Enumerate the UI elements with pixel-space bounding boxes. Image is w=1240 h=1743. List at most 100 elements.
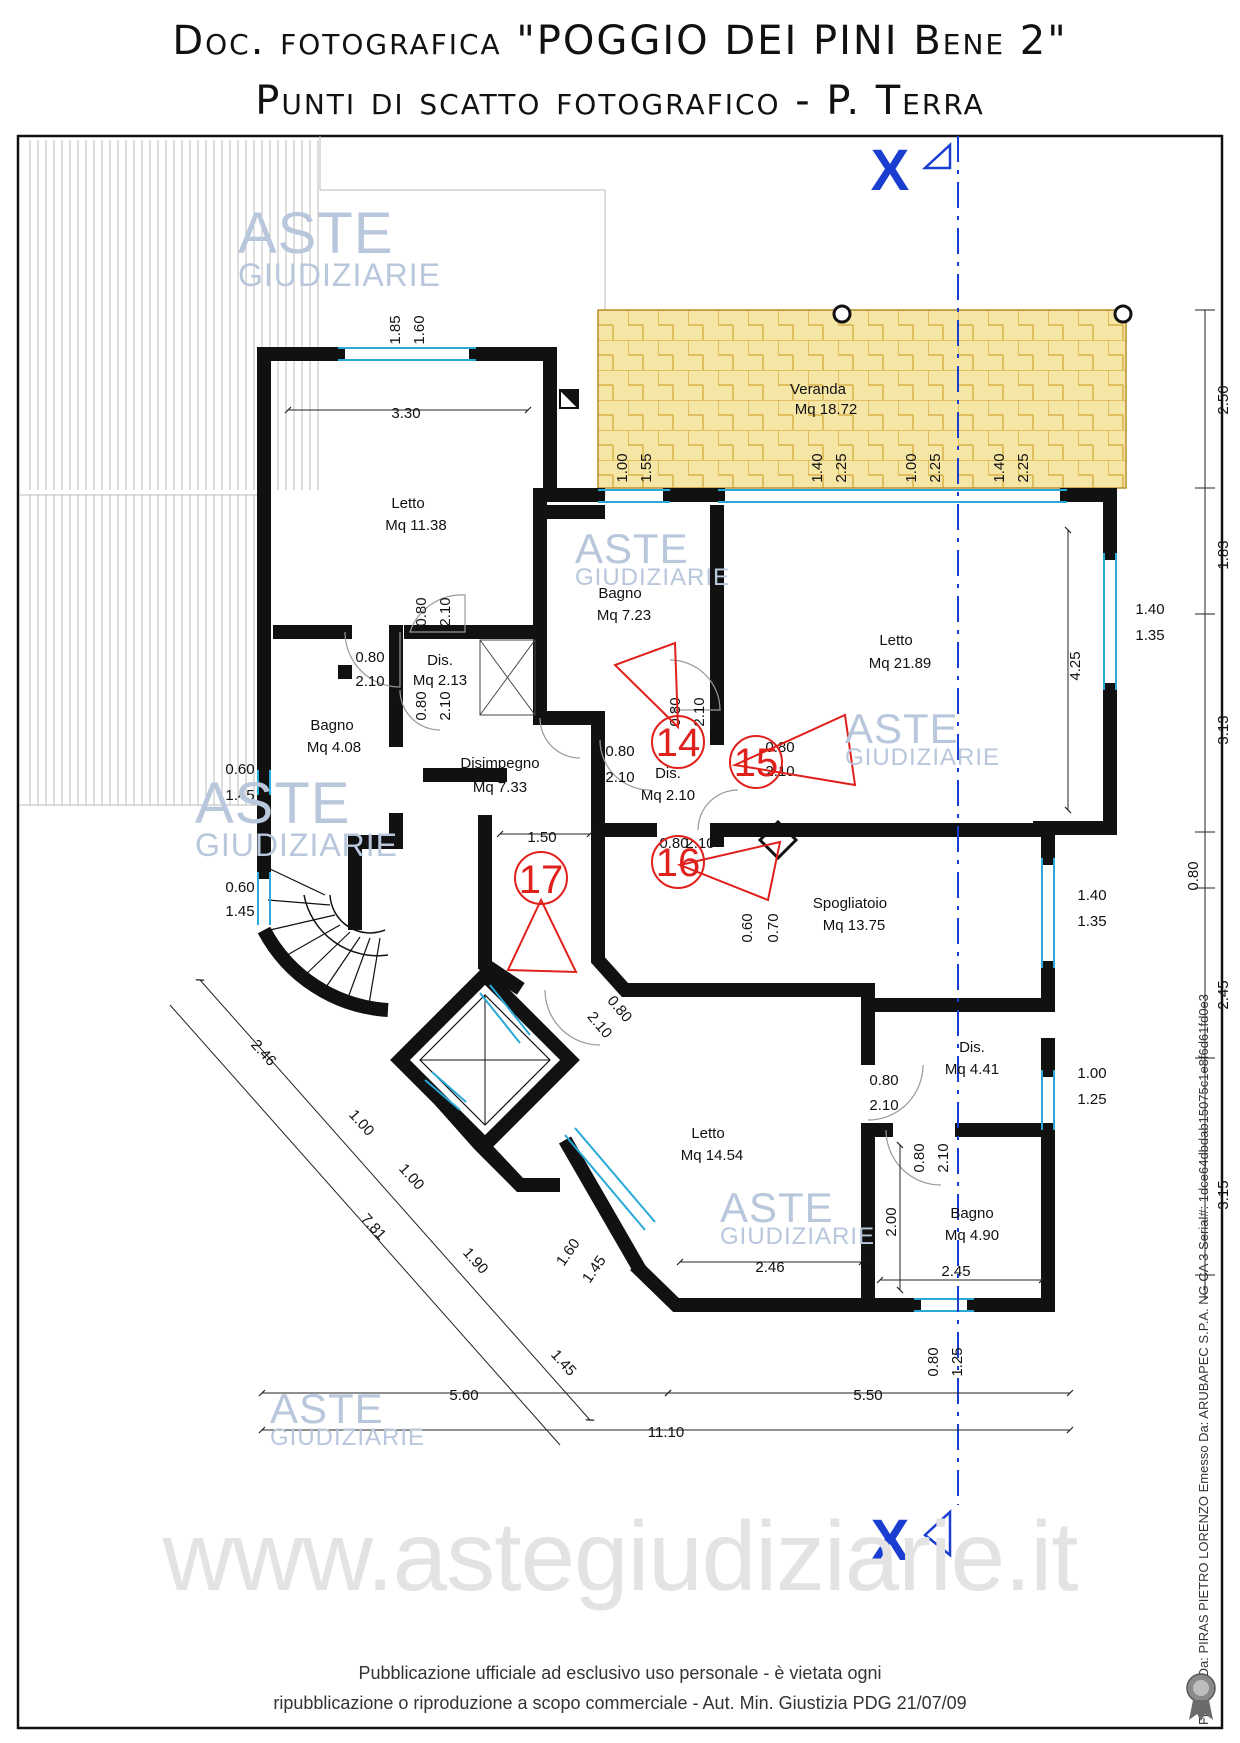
dim-win-diag-a: 1.60	[553, 1236, 584, 1270]
shot-points	[506, 641, 857, 974]
dim-disimpegno-width: 1.50	[527, 829, 556, 846]
dim-closet-b: 0.70	[765, 913, 782, 942]
section-label-bottom: X	[871, 1508, 910, 1573]
shot-label-14: 14	[656, 721, 701, 765]
shot-label-16: 16	[656, 841, 701, 885]
dim-win-ver-4a: 1.40	[991, 453, 1008, 482]
dim-win-bottom-a: 0.80	[925, 1347, 942, 1376]
shot-circle-16	[651, 835, 705, 889]
dim-right-4: 0.80	[1185, 861, 1202, 890]
closet	[479, 639, 536, 716]
dim-win-left-1b: 1.45	[225, 787, 254, 804]
shot-cone-17	[506, 897, 578, 974]
shot-circle-17	[514, 851, 568, 905]
shot-labels: 14 15 16 17	[519, 721, 779, 902]
dim-win-right-3a: 1.00	[1077, 1065, 1106, 1082]
room-name-bagno-c: Bagno	[950, 1205, 993, 1222]
dim-diag-4: 1.90	[459, 1244, 491, 1277]
dim-door-bagno-c-a: 0.80	[911, 1143, 928, 1172]
room-area-veranda: Mq 18.72	[795, 401, 858, 418]
dim-letto-c-width: 2.46	[755, 1259, 784, 1276]
section-label-top: X	[871, 138, 910, 203]
dim-door-disimp-b: 2.10	[605, 769, 634, 786]
shot-circle-15	[729, 735, 783, 789]
dim-win-left-1a: 0.60	[225, 761, 254, 778]
dim-bottom-left: 5.60	[449, 1387, 478, 1404]
room-area-letto-a: Mq 11.38	[385, 517, 446, 534]
room-name-veranda: Veranda	[790, 381, 847, 398]
shot-label-17: 17	[519, 858, 564, 902]
dim-win-diag-b: 1.45	[579, 1253, 610, 1287]
dim-win-left-2a: 0.60	[225, 879, 254, 896]
dim-win-right-1b: 1.35	[1135, 627, 1164, 644]
dim-bottom-right: 5.50	[853, 1387, 882, 1404]
dim-win-right-2b: 1.35	[1077, 913, 1106, 930]
dim-bagno-c-height: 2.00	[883, 1207, 900, 1236]
dim-win-ver-1b: 1.55	[638, 453, 655, 482]
room-name-spogliatoio: Spogliatoio	[813, 895, 887, 912]
page-subtitle: Punti di scatto fotografico - P. Terra	[255, 78, 985, 124]
room-area-spogliatoio: Mq 13.75	[823, 917, 886, 934]
room-name-dis-b: Dis.	[655, 765, 681, 782]
watermark-logo-4: ASTE GIUDIZIARIE	[195, 771, 398, 862]
room-name-disimpegno: Disimpegno	[460, 755, 539, 772]
dim-door-sp-b: 2.10	[584, 1008, 616, 1041]
watermark-line1: ASTE	[238, 201, 394, 266]
room-area-dis-c: Mq 4.41	[945, 1061, 999, 1078]
watermark-line1: ASTE	[575, 525, 689, 572]
dim-door-bagno-b: 2.10	[691, 697, 708, 726]
footer-line2: ripubblicazione o riproduzione a scopo c…	[273, 1693, 967, 1713]
walls	[257, 347, 1117, 1312]
watermark-logo-6: ASTE GIUDIZIARIE	[270, 1388, 425, 1450]
dim-door-dis-a: 0.80	[413, 691, 430, 720]
dim-door-dis-b: 2.10	[437, 691, 454, 720]
sheet-frame	[16, 134, 1224, 1730]
watermark-logo-3: ASTE GIUDIZIARIE	[845, 708, 1000, 770]
dim-win-ver-2a: 1.40	[809, 453, 826, 482]
shot-cone-14	[613, 641, 680, 730]
dim-win-left-2b: 1.45	[225, 903, 254, 920]
dim-diag-total: 7.81	[357, 1210, 389, 1243]
watermark-line1: ASTE	[270, 1385, 384, 1432]
watermark-line1: ASTE	[195, 771, 351, 836]
dim-letto-b-height: 4.25	[1067, 651, 1084, 680]
veranda-floor	[598, 310, 1126, 488]
dim-door-small-b: 2.10	[685, 835, 714, 852]
watermark-logo-2: ASTE GIUDIZIARIE	[575, 528, 730, 590]
room-name-bagno-a: Bagno	[598, 585, 641, 602]
neighbour-area-hatch	[20, 136, 606, 806]
watermark-site: www.astegiudiziarie.it	[162, 1501, 1079, 1611]
watermark-line2: GIUDIZIARIE	[720, 1223, 876, 1250]
room-name-letto-c: Letto	[691, 1125, 724, 1142]
stair-marker	[558, 389, 579, 410]
chimney-marker	[757, 819, 799, 861]
shot-cone-16	[676, 840, 782, 902]
dim-bottom-total: 11.10	[648, 1424, 684, 1441]
dim-win-top-a1: 1.85	[387, 315, 404, 344]
room-name-dis-a: Dis.	[427, 652, 453, 669]
digital-signature: Firmato Da: PIRAS PIETRO LORENZO Emesso …	[1196, 993, 1211, 1725]
watermark-line1: ASTE	[845, 705, 959, 752]
dim-bagno-c-width: 2.45	[941, 1263, 970, 1280]
room-area-bagno-a: Mq 7.23	[597, 607, 651, 624]
dim-top-left-width: 3.30	[391, 405, 420, 422]
dim-door-letto-b: 2.10	[437, 597, 454, 626]
dim-closet-a: 0.60	[739, 913, 756, 942]
dim-door-bagno2-a: 0.80	[355, 649, 384, 666]
dim-win-ver-3b: 2.25	[927, 453, 944, 482]
watermark-line1: ASTE	[720, 1184, 834, 1231]
dim-win-top-a2: 1.60	[411, 315, 428, 344]
dim-door-bagno-c-b: 2.10	[935, 1143, 952, 1172]
watermark-line2: GIUDIZIARIE	[575, 564, 731, 591]
watermark-line2: GIUDIZIARIE	[845, 744, 1001, 771]
dim-diag-3: 1.00	[395, 1160, 427, 1193]
dim-door-letto-c-b: 2.10	[869, 1097, 898, 1114]
seal-icon	[1186, 1673, 1216, 1721]
section-arrow-top	[921, 142, 952, 170]
dim-door-sp-a: 0.80	[604, 992, 636, 1025]
room-name-dis-c: Dis.	[959, 1039, 985, 1056]
room-name-letto-b: Letto	[879, 632, 912, 649]
dim-right-3: 3.13	[1215, 715, 1232, 744]
footer-line1: Pubblicazione ufficiale ad esclusivo uso…	[358, 1663, 882, 1683]
